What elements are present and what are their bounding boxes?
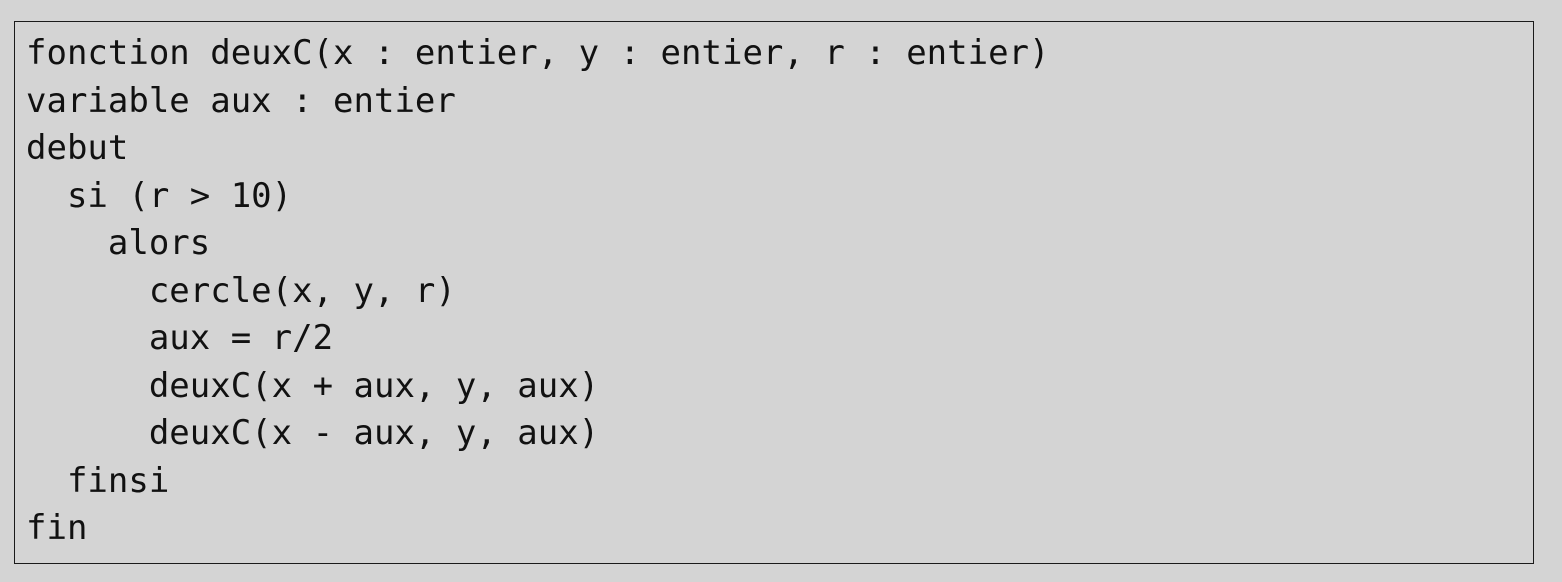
code-line: fonction deuxC(x : entier, y : entier, r…: [26, 33, 1050, 73]
code-line: deuxC(x + aux, y, aux): [26, 365, 600, 406]
code-line: debut: [26, 128, 129, 168]
code-line: variable aux : entier: [26, 80, 456, 121]
code-line: alors: [26, 223, 211, 263]
code-lines: fonction deuxC(x : entier, y : entier, r…: [26, 30, 1050, 553]
code-line: deuxC(x - aux, y, aux): [26, 413, 600, 453]
pseudocode-block: fonction deuxC(x : entier, y : entier, r…: [14, 21, 1534, 564]
code-line: cercle(x, y, r): [26, 270, 456, 311]
code-line: aux = r/2: [26, 318, 334, 358]
code-line: finsi: [26, 460, 170, 501]
code-line: si (r > 10): [26, 175, 293, 216]
code-line: fin: [26, 508, 88, 548]
